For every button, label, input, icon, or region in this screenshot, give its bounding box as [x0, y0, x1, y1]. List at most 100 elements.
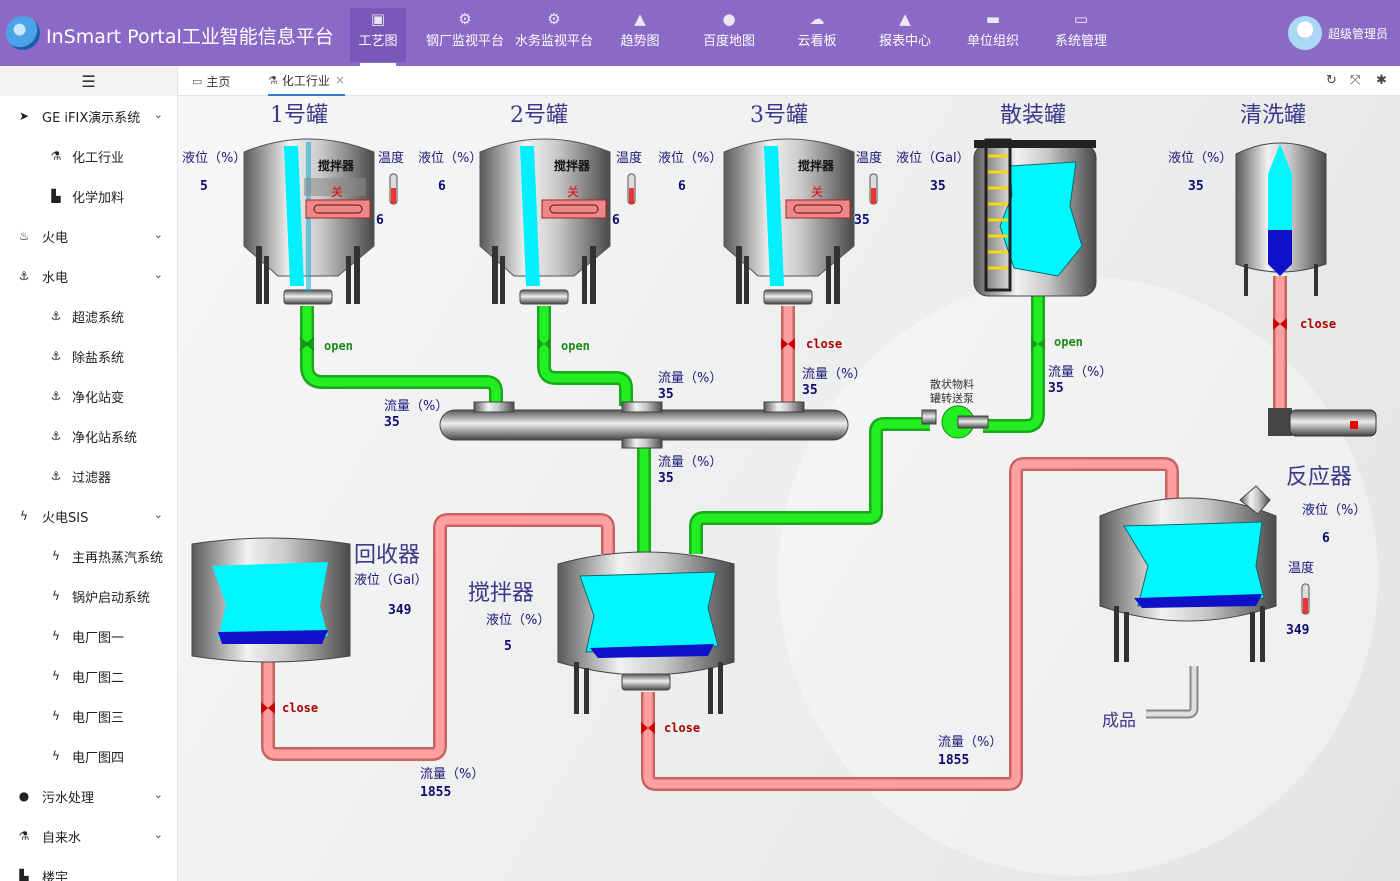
flow3-label: 流量（%）: [802, 367, 866, 382]
flask-icon: ⚗: [268, 73, 278, 87]
avatar[interactable]: [1288, 16, 1322, 50]
area-chart-icon: ▲: [899, 10, 911, 28]
sidebar-item[interactable]: ⚓ 超滤系统: [0, 296, 177, 336]
anchor-icon: ⚓: [50, 309, 62, 323]
nav-item-report[interactable]: ▲ 报表中心: [872, 8, 938, 62]
flow-recovery-label: 流量（%）: [420, 767, 484, 782]
sidebar-item-label: 电厂图四: [72, 750, 125, 766]
tank3-level-label: 液位（%）: [658, 151, 722, 166]
sidebar-item-label: 净化站系统: [72, 430, 138, 446]
tank2-mixer-label: 搅拌器: [554, 158, 591, 173]
desktop-icon: ▭: [192, 74, 203, 88]
cloud-icon: ☁: [809, 10, 825, 28]
recovery-valve-state[interactable]: close: [282, 701, 318, 715]
close-icon[interactable]: ×: [334, 73, 345, 87]
wash-pump: [1268, 408, 1377, 437]
refresh-icon[interactable]: ↻: [1326, 73, 1337, 88]
sidebar-item-label: 主再热蒸汽系统: [72, 550, 164, 566]
sidebar-item-label: 超滤系统: [72, 310, 125, 326]
manifold-header: [439, 401, 849, 449]
tank1-mixer-state[interactable]: 关: [331, 185, 343, 199]
wash-tank: [1235, 142, 1327, 296]
sidebar-item[interactable]: ⚗化工行业: [0, 136, 177, 176]
pipes: [261, 276, 1287, 791]
tank2-mixer-state[interactable]: 关: [567, 185, 579, 199]
anchor-icon: ⚓: [50, 389, 62, 403]
flow2-value: 35: [658, 387, 674, 402]
fullscreen-icon[interactable]: ⤧: [1350, 73, 1361, 88]
sidebar-item-label: 锅炉启动系统: [72, 590, 151, 606]
mixer-valve-state[interactable]: close: [664, 721, 700, 735]
sidebar-item[interactable]: ⚗自来水⌄: [0, 816, 177, 856]
sidebar-item[interactable]: ⚓净化站系统: [0, 416, 177, 456]
reactor-vessel: [1099, 485, 1277, 662]
bolt-icon: ϟ: [52, 669, 60, 683]
reactor-temp-value: 349: [1286, 623, 1309, 638]
sidebar-item[interactable]: ⚓净化站变: [0, 376, 177, 416]
menu-toggle-icon[interactable]: ☰: [0, 66, 177, 96]
tank2-temp-value: 6: [612, 213, 620, 228]
tank1-temp-label: 温度: [378, 150, 404, 166]
circle-icon: ●: [18, 789, 30, 803]
chevron-down-icon: ⌄: [153, 508, 163, 521]
sidebar-item[interactable]: ⚓过滤器: [0, 456, 177, 496]
nav-item-cloud-board[interactable]: ☁ 云看板: [790, 8, 844, 62]
sidebar-item[interactable]: ●污水处理⌄: [0, 776, 177, 816]
reactor-temp-label: 温度: [1288, 560, 1314, 576]
nav-item-process[interactable]: ▣ 工艺图: [350, 8, 406, 66]
sidebar-item[interactable]: ⚓除盐系统: [0, 336, 177, 376]
tank1-temp-value: 6: [376, 213, 384, 228]
sidebar-item[interactable]: ▙楼宇: [0, 856, 177, 881]
sidebar-item[interactable]: ⚓水电⌄: [0, 256, 177, 296]
nav-item-steel[interactable]: ⚙ 钢厂监视平台: [420, 8, 510, 62]
tank3-valve-state[interactable]: close: [806, 337, 842, 351]
valve-tank1: [299, 337, 315, 351]
tank-3: [723, 138, 855, 305]
nav-label: 工艺图: [358, 34, 398, 49]
tank-1: [243, 138, 375, 305]
nav-item-map[interactable]: ● 百度地图: [696, 8, 762, 62]
tank2-level-label: 液位（%）: [418, 151, 482, 166]
bulk-valve-state[interactable]: open: [1054, 335, 1083, 349]
chevron-down-icon: ⌄: [153, 268, 163, 281]
nav-item-organization[interactable]: ▬ 单位组织: [960, 8, 1026, 62]
chevron-down-icon: ⌄: [153, 828, 163, 841]
sidebar-item[interactable]: ♨火电⌄: [0, 216, 177, 256]
user-name[interactable]: 超级管理员: [1328, 27, 1389, 41]
nav-label: 报表中心: [878, 34, 931, 49]
nav-item-trend[interactable]: ▲ 趋势图: [612, 8, 668, 62]
flow-mid-value: 35: [658, 471, 674, 486]
sidebar-item[interactable]: ▙化学加料: [0, 176, 177, 216]
mixer-level-value: 5: [504, 639, 512, 654]
nav-item-water[interactable]: ⚙ 水务监视平台: [510, 8, 598, 62]
recovery-title: 回收器: [354, 543, 420, 568]
flow1-label: 流量（%）: [384, 399, 448, 414]
tank3-mixer-state[interactable]: 关: [811, 185, 823, 199]
bulk-tank: [973, 138, 1097, 297]
settings-icon[interactable]: ✱: [1376, 73, 1387, 88]
flow-recovery-value: 1855: [420, 785, 451, 800]
mixer-vessel: [557, 551, 735, 714]
tank2-valve-state[interactable]: open: [561, 339, 590, 353]
tab-chemical[interactable]: ⚗ 化工行业 ×: [268, 66, 345, 96]
sidebar-item[interactable]: ➤GE iFIX演示系统⌄: [0, 96, 177, 136]
sidebar-item-label: 火电SIS: [42, 510, 89, 526]
image-icon: ▣: [370, 10, 386, 28]
chevron-down-icon: ⌄: [153, 228, 163, 241]
wash-valve-state[interactable]: close: [1300, 317, 1336, 331]
bulk-title: 散装罐: [1000, 103, 1066, 128]
sidebar-item-label: 楼宇: [42, 870, 69, 881]
nav-item-system[interactable]: ▭ 系统管理: [1048, 8, 1114, 62]
nav-label: 系统管理: [1054, 34, 1107, 49]
chevron-down-icon: ⌄: [153, 108, 163, 121]
tank1-valve-state[interactable]: open: [324, 339, 353, 353]
chevron-down-icon: ⌄: [153, 788, 163, 801]
tab-home[interactable]: ▭ 主页: [192, 66, 230, 96]
